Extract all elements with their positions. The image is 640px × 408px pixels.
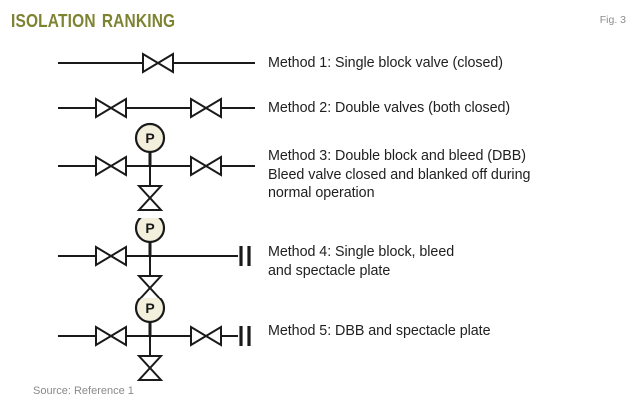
pressure-gauge-icon: P <box>134 298 166 324</box>
bowtie-valve-icon <box>95 155 127 177</box>
method-label-1: Method 1: Single block valve (closed) <box>268 55 503 71</box>
svg-text:P: P <box>145 300 154 316</box>
diagram-method-4: P <box>0 218 262 306</box>
svg-text:P: P <box>145 220 154 236</box>
pressure-gauge-icon: P <box>134 122 166 154</box>
bowtie-valve-icon <box>95 325 127 347</box>
bowtie-valve-icon <box>95 97 127 119</box>
method-row-2: Method 2: Double valves (both closed) <box>0 90 640 126</box>
diagram-method-1 <box>0 45 262 81</box>
method-label-5: Method 5: DBB and spectacle plate <box>268 323 491 339</box>
method-label-3: Method 3: Double block and bleed (DBB) B… <box>268 148 531 201</box>
method-row-1: Method 1: Single block valve (closed) <box>0 45 640 81</box>
spectacle-plate-icon <box>239 246 251 266</box>
method-row-4: P Method 4: Single block, bleed and spec… <box>0 218 640 306</box>
page-title: Isolation ranking <box>11 5 176 33</box>
method-row-3: P Method 3: Double block and bleed (DBB)… <box>0 120 640 212</box>
diagram-method-2 <box>0 90 262 126</box>
method-row-5: P Method 5: DBB and spectacle pl <box>0 298 640 386</box>
vertical-bleed-valve-icon <box>136 355 164 381</box>
bowtie-valve-icon <box>190 155 222 177</box>
figure-label: Fig. 3 <box>599 14 626 26</box>
svg-text:P: P <box>145 130 154 146</box>
diagram-method-5: P <box>0 298 262 386</box>
bowtie-valve-icon <box>190 325 222 347</box>
vertical-bleed-valve-icon <box>136 185 164 211</box>
source-note: Source: Reference 1 <box>33 385 134 397</box>
vertical-bleed-valve-icon <box>136 275 164 301</box>
bowtie-valve-icon <box>142 52 174 74</box>
spectacle-plate-icon <box>239 326 251 346</box>
diagram-method-3: P <box>0 120 262 212</box>
method-label-2: Method 2: Double valves (both closed) <box>268 100 511 116</box>
method-label-4: Method 4: Single block, bleed and specta… <box>268 244 455 279</box>
pressure-gauge-icon: P <box>134 218 166 244</box>
bowtie-valve-icon <box>95 245 127 267</box>
bowtie-valve-icon <box>190 97 222 119</box>
